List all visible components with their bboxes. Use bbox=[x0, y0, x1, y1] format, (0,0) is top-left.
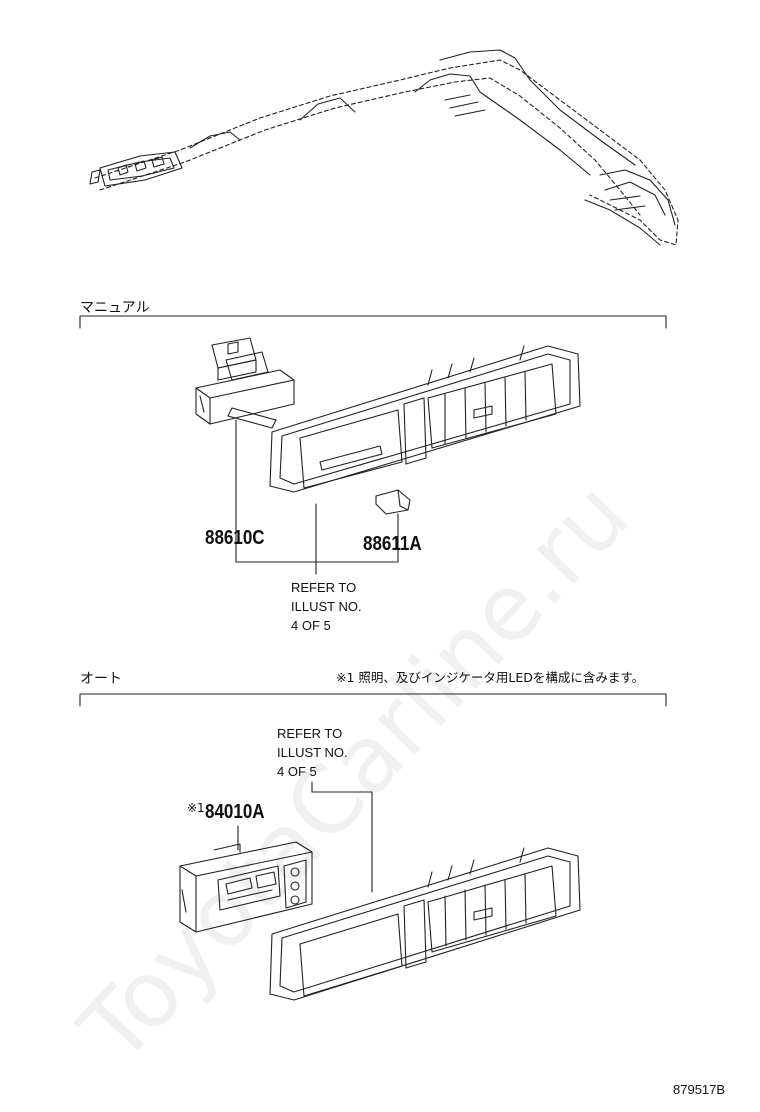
refer-line-3: 4 OF 5 bbox=[277, 764, 317, 779]
auto-vent-panel-illustration bbox=[269, 847, 581, 1001]
part-label-84010a: ※184010A bbox=[187, 801, 275, 824]
figure-number: 879517B bbox=[673, 1082, 726, 1097]
refer-line-2: ILLUST NO. bbox=[277, 745, 348, 760]
manual-leader-lines bbox=[235, 419, 399, 575]
part-prefix-note-mark: ※1 bbox=[187, 801, 205, 815]
part-number-84010a: 84010A bbox=[204, 801, 265, 823]
part-number-88611a: 88611A bbox=[363, 533, 422, 555]
manual-section-frame bbox=[79, 315, 667, 329]
refer-line-2: ILLUST NO. bbox=[291, 599, 362, 614]
auto-section-frame bbox=[79, 693, 667, 707]
section-label-auto: オート bbox=[80, 671, 122, 687]
refer-note-auto: REFER TO ILLUST NO. 4 OF 5 bbox=[277, 724, 348, 781]
refer-line-3: 4 OF 5 bbox=[291, 618, 331, 633]
auto-control-panel-illustration bbox=[179, 841, 313, 933]
dashboard-duct-illustration bbox=[89, 49, 679, 246]
refer-line-1: REFER TO bbox=[291, 580, 357, 595]
refer-note-manual: REFER TO ILLUST NO. 4 OF 5 bbox=[291, 578, 362, 635]
refer-line-1: REFER TO bbox=[277, 726, 343, 741]
section-label-manual: マニュアル bbox=[80, 300, 150, 316]
manual-clip-illustration bbox=[375, 489, 411, 515]
footnote-led: ※1 照明、及びインジケータ用LEDを構成に含みます。 bbox=[336, 670, 645, 685]
auto-leader-lines bbox=[237, 781, 373, 893]
part-number-88610c: 88610C bbox=[205, 527, 265, 549]
manual-vent-panel-illustration bbox=[269, 345, 581, 493]
manual-control-unit-illustration bbox=[195, 337, 295, 429]
